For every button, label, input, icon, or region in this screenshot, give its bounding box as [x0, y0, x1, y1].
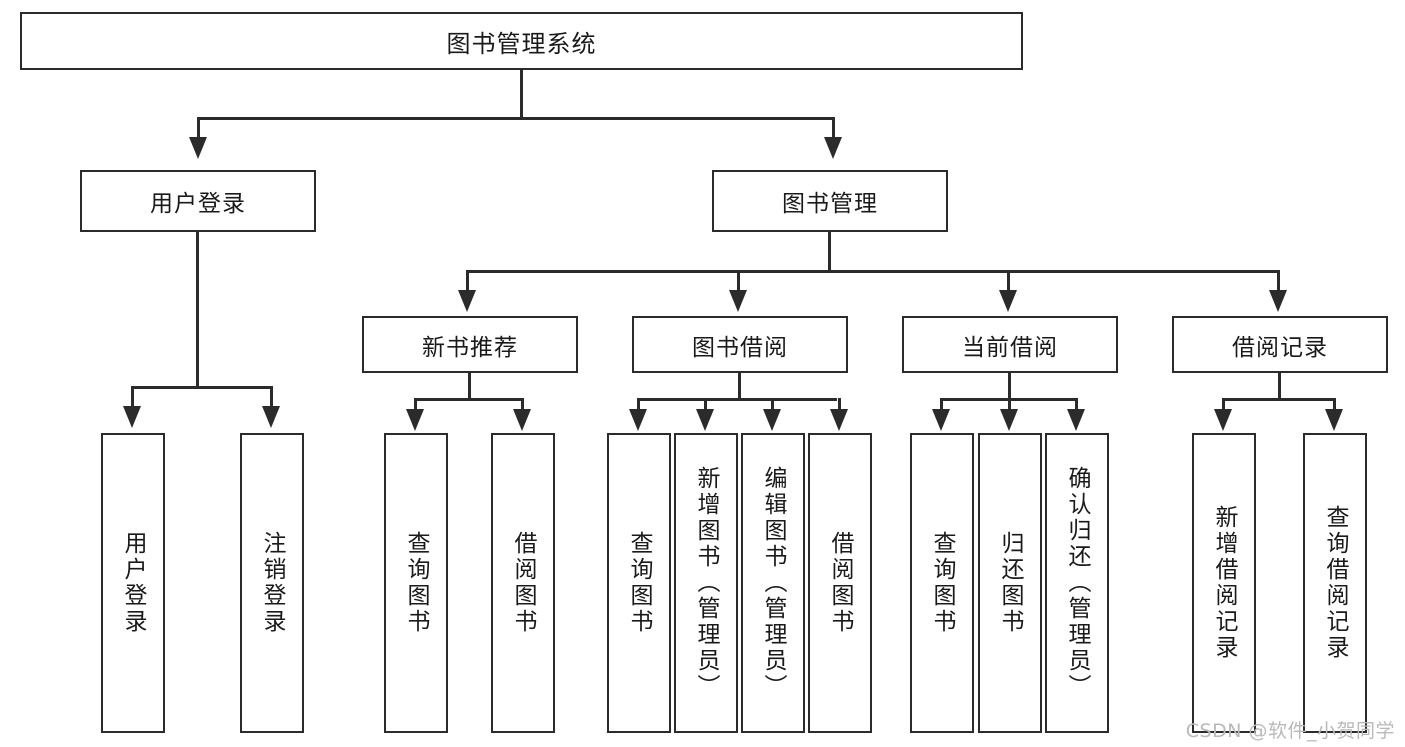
connector-book-management-bus — [466, 270, 1280, 273]
node-label: 用户登录 — [150, 191, 246, 217]
connector-bm-drop-3 — [1007, 270, 1010, 292]
arrow-bb-leaf-4 — [830, 409, 848, 431]
arrow-br-leaf-1 — [1214, 409, 1232, 431]
leaf-nbr-query-book[interactable]: 查询图书 — [384, 433, 448, 733]
node-label: 查询图书 — [403, 531, 430, 635]
connector-root-stem — [520, 70, 523, 117]
arrow-to-book-management — [824, 137, 842, 159]
leaf-br-query-record[interactable]: 查询借阅记录 — [1303, 433, 1367, 733]
connector-root-drop-2 — [832, 117, 835, 139]
connector-br-drop-1 — [1222, 398, 1225, 411]
connector-user-login-drop-2 — [270, 386, 273, 408]
arrow-to-new-book-recommend — [458, 290, 476, 312]
node-label: 查询图书 — [929, 531, 956, 635]
connector-user-login-bus — [131, 386, 273, 389]
node-label: 查询借阅记录 — [1322, 505, 1349, 661]
connector-bb-bus — [637, 398, 837, 401]
node-label: 图书管理 — [782, 191, 878, 217]
connector-user-login-drop-1 — [131, 386, 134, 408]
node-label: 图书管理系统 — [446, 29, 597, 58]
connector-br-drop-2 — [1333, 398, 1336, 411]
connector-br-stem — [1278, 373, 1281, 401]
leaf-logout[interactable]: 注销登录 — [240, 433, 304, 733]
connector-cb-drop-1 — [940, 398, 943, 411]
arrow-to-leaf-user-login — [123, 406, 141, 428]
node-label: 借阅图书 — [510, 531, 537, 635]
leaf-cb-return-book[interactable]: 归还图书 — [978, 433, 1042, 733]
connector-nbr-drop-1 — [414, 398, 417, 411]
connector-nbr-bus — [414, 398, 524, 401]
node-label: 新书推荐 — [422, 334, 518, 361]
node-book-borrow[interactable]: 图书借阅 — [632, 316, 848, 373]
arrow-br-leaf-2 — [1325, 409, 1343, 431]
arrow-cb-leaf-2 — [1000, 409, 1018, 431]
connector-bm-drop-1 — [466, 270, 469, 292]
arrow-bb-leaf-2 — [696, 409, 714, 431]
arrow-cb-leaf-1 — [932, 409, 950, 431]
node-label: 注销登录 — [259, 531, 286, 635]
arrow-to-borrow-record — [1269, 290, 1287, 312]
leaf-br-add-record[interactable]: 新增借阅记录 — [1192, 433, 1256, 733]
leaf-cb-query-book[interactable]: 查询图书 — [910, 433, 974, 733]
connector-bb-stem — [738, 373, 741, 401]
arrow-bb-leaf-1 — [629, 409, 647, 431]
node-user-login[interactable]: 用户登录 — [80, 170, 316, 232]
connector-root-bus — [197, 117, 835, 120]
leaf-bb-add-book-admin[interactable]: 新增图书（管理员） — [674, 433, 738, 733]
leaf-nbr-borrow-book[interactable]: 借阅图书 — [491, 433, 555, 733]
leaf-cb-confirm-return-admin[interactable]: 确认归还（管理员） — [1045, 433, 1109, 733]
node-book-management[interactable]: 图书管理 — [712, 170, 948, 232]
node-borrow-record[interactable]: 借阅记录 — [1172, 316, 1388, 373]
node-label: 借阅图书 — [827, 531, 854, 635]
connector-cb-drop-3 — [1075, 398, 1078, 411]
connector-user-login-stem — [196, 232, 199, 389]
arrow-cb-leaf-3 — [1067, 409, 1085, 431]
node-label: 归还图书 — [997, 531, 1024, 635]
arrow-to-current-borrow — [999, 290, 1017, 312]
arrow-to-user-login — [189, 137, 207, 159]
arrow-to-leaf-logout — [262, 406, 280, 428]
connector-cb-stem — [1008, 373, 1011, 401]
node-new-book-recommend[interactable]: 新书推荐 — [362, 316, 578, 373]
node-label: 用户登录 — [120, 531, 147, 635]
connector-nbr-stem — [468, 373, 471, 401]
node-root-book-management-system[interactable]: 图书管理系统 — [20, 12, 1023, 70]
connector-book-management-stem — [828, 232, 831, 272]
connector-nbr-drop-2 — [521, 398, 524, 411]
node-label: 编辑图书（管理员） — [760, 466, 787, 700]
node-label: 当前借阅 — [962, 334, 1058, 361]
leaf-bb-borrow-book[interactable]: 借阅图书 — [808, 433, 872, 733]
arrow-nbr-leaf-2 — [513, 409, 531, 431]
leaf-user-login[interactable]: 用户登录 — [101, 433, 165, 733]
connector-bb-drop-4 — [838, 398, 841, 411]
node-label: 查询图书 — [626, 531, 653, 635]
node-label: 图书借阅 — [692, 334, 788, 361]
node-label: 新增图书（管理员） — [693, 466, 720, 700]
node-current-borrow[interactable]: 当前借阅 — [902, 316, 1118, 373]
connector-cb-drop-2 — [1008, 398, 1011, 411]
connector-br-bus — [1222, 398, 1336, 401]
connector-bb-drop-2 — [704, 398, 707, 411]
arrow-nbr-leaf-1 — [406, 409, 424, 431]
connector-bb-drop-1 — [637, 398, 640, 411]
node-label: 确认归还（管理员） — [1064, 466, 1091, 700]
connector-bm-drop-2 — [737, 270, 740, 292]
connector-bb-drop-3 — [771, 398, 774, 411]
node-label: 借阅记录 — [1232, 334, 1328, 361]
node-label: 新增借阅记录 — [1211, 505, 1238, 661]
leaf-bb-query-book[interactable]: 查询图书 — [607, 433, 671, 733]
connector-bm-drop-4 — [1277, 270, 1280, 292]
connector-root-drop-1 — [197, 117, 200, 139]
arrow-bb-leaf-3 — [763, 409, 781, 431]
arrow-to-book-borrow — [729, 290, 747, 312]
leaf-bb-edit-book-admin[interactable]: 编辑图书（管理员） — [741, 433, 805, 733]
